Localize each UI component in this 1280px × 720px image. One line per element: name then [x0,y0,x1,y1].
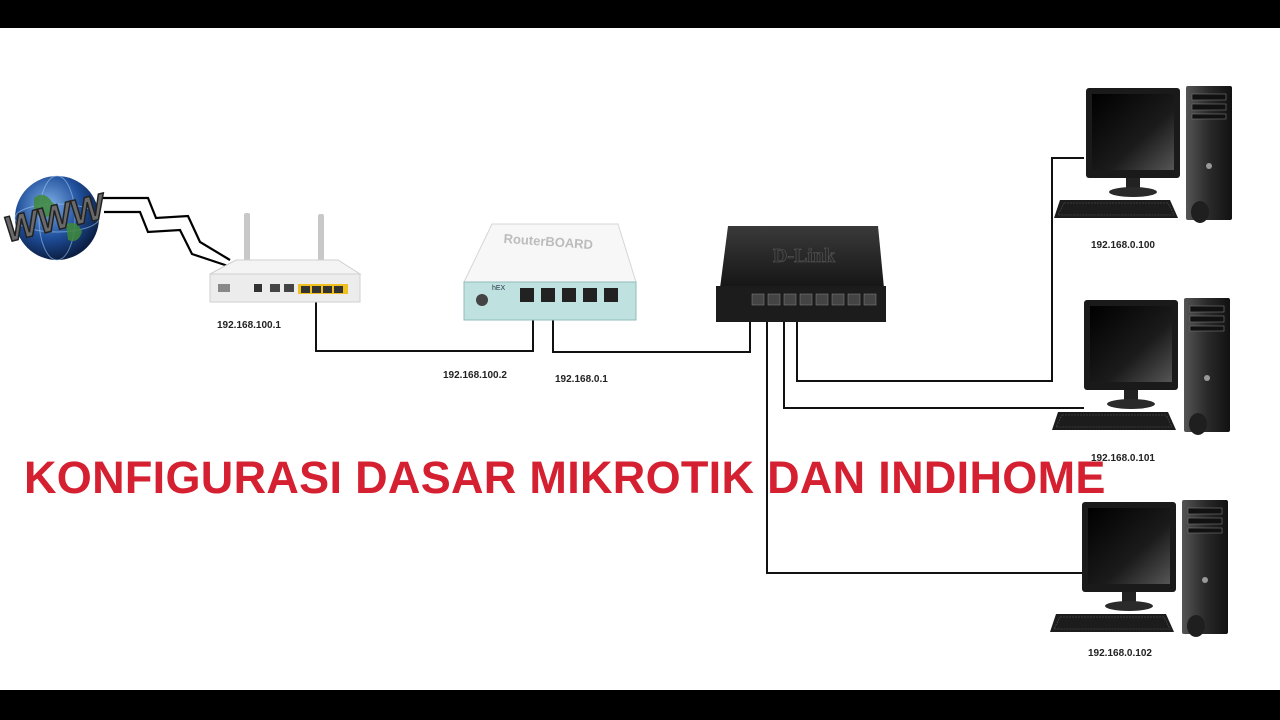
switch-brand-label: D-Link [773,245,836,267]
network-switch-icon: D-Link [716,226,886,322]
client-pc-2 [1052,298,1230,435]
ont-modem-icon [210,213,360,302]
globe-www-icon: WWW [0,176,112,260]
client-pc-1 [1054,86,1232,223]
wireless-link-icon [100,198,230,266]
diagram-title: KONFIGURASI DASAR MIKROTIK DAN INDIHOME [24,452,1106,504]
cable-switch-to-pc-102 [767,300,1096,573]
modem-ip-label: 192.168.100.1 [217,320,281,331]
router-wan-ip-label: 192.168.100.2 [443,370,507,381]
mikrotik-router-icon: RouterBOARD hEX [464,224,636,320]
top-letterbox [0,0,1280,28]
diagram-drawing: WWW RouterBOARD [0,28,1280,690]
client-1-ip-label: 192.168.0.100 [1091,240,1155,251]
network-diagram: WWW RouterBOARD [0,28,1280,690]
bottom-letterbox [0,690,1280,720]
cables [316,158,1096,573]
client-3-ip-label: 192.168.0.102 [1088,648,1152,659]
client-pc-3 [1050,500,1228,637]
router-model-label: hEX [492,285,506,292]
router-lan-ip-label: 192.168.0.1 [555,374,608,385]
